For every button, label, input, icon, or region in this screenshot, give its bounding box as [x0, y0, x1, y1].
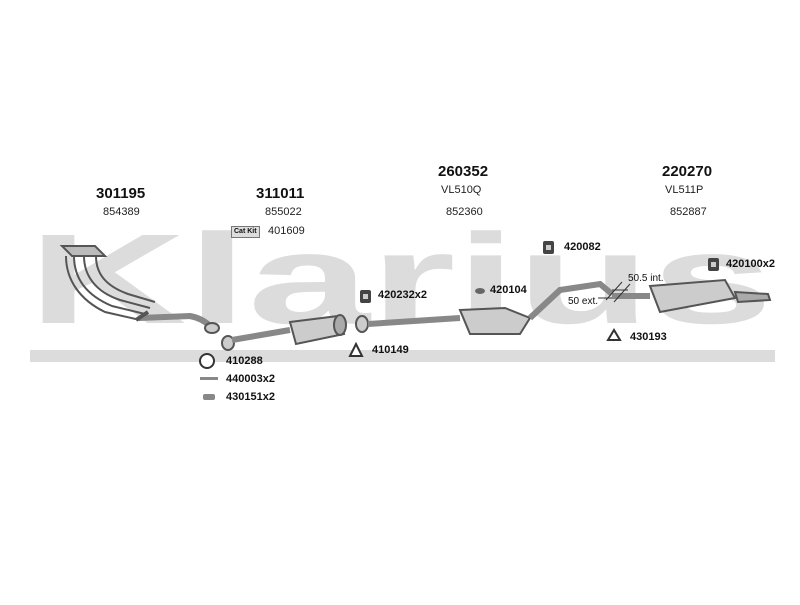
rubber-mount-icon	[708, 258, 719, 271]
rubber-mount-icon	[360, 290, 371, 303]
flange-gasket-icon	[348, 341, 364, 357]
bolt-icon	[200, 377, 218, 380]
reference-code: VL510Q	[441, 184, 482, 196]
fitting-label: 430193	[630, 331, 667, 343]
reference-code: VL511P	[665, 184, 704, 196]
fitting-label: 420100x2	[726, 258, 775, 270]
reference-number: 854389	[103, 206, 140, 218]
part-number-header: 311011	[256, 185, 305, 202]
rear-silencer	[612, 278, 772, 314]
clamp-icon	[203, 394, 215, 400]
reference-number: 852887	[670, 206, 707, 218]
u-clamp-icon	[606, 328, 622, 341]
part-number-header: 301195	[96, 185, 146, 202]
size-callout-lines	[598, 281, 631, 303]
fitting-label: 420082	[564, 241, 601, 253]
hanger-icon	[475, 288, 485, 294]
reference-number: 852360	[446, 206, 483, 218]
catalytic-converter	[221, 314, 347, 351]
fitting-label: 420232x2	[378, 289, 427, 301]
fitting-label: 440003x2	[226, 373, 275, 385]
manifold-front-pipe	[59, 245, 220, 334]
cat-kit-part-number: 401609	[268, 225, 305, 237]
external-diameter-note: 50 ext.	[568, 296, 599, 307]
fitting-label: 430151x2	[226, 391, 275, 403]
cat-kit-badge: Cat Kit	[231, 226, 260, 238]
centre-silencer-pipe	[355, 280, 614, 335]
fitting-label: 410149	[372, 344, 409, 356]
internal-diameter-note: 50.5 int.	[628, 273, 664, 284]
fitting-label: 410288	[226, 355, 263, 367]
svg-text:Klarius: Klarius	[28, 208, 773, 351]
watermark-logo: Klarius	[28, 208, 775, 362]
fitting-label: 420104	[490, 284, 527, 296]
part-number-header: 220270	[662, 163, 713, 180]
part-number-header: 260352	[438, 163, 489, 180]
rubber-mount-icon	[543, 241, 554, 254]
gasket-ring-icon	[199, 353, 215, 369]
reference-number: 855022	[265, 206, 302, 218]
